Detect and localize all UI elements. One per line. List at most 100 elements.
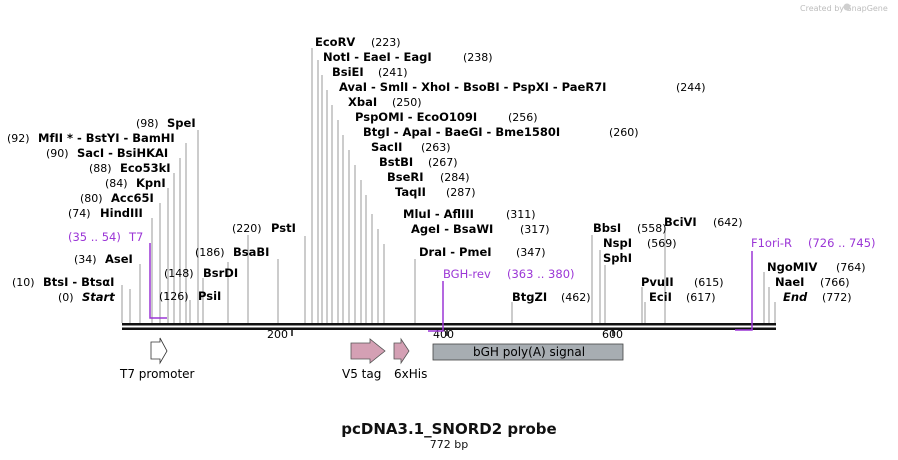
primer-f1ori-r[interactable]: F1ori-R (726 .. 745) — [735, 236, 876, 331]
site-name-psii[interactable]: PsiI — [198, 289, 221, 303]
site-name-drai[interactable]: DraI - PmeI — [419, 245, 492, 259]
site-pos-bbsi: (558) — [637, 222, 667, 235]
site-pos-pvuii: (615) — [694, 276, 724, 289]
site-name-bsabi[interactable]: BsaBI — [233, 245, 269, 259]
site-name-btsi[interactable]: BtsI - BtsαI — [43, 275, 114, 289]
primer-t7-range: (35 .. 54) — [68, 230, 121, 244]
site-name-btgi[interactable]: BtgI - ApaI - BaeGI - Bme1580I — [363, 125, 560, 139]
site-pos-start: (0) — [58, 291, 74, 304]
site-pos-hindiii: (74) — [68, 207, 91, 220]
site-pos-bstbi: (267) — [428, 156, 458, 169]
site-name-psppomi[interactable]: PspOMI - EcoO109I — [355, 110, 477, 124]
map-length: 772 bp — [430, 438, 468, 451]
site-pos-eco53ki: (88) — [89, 162, 112, 175]
backbone-top-strand — [122, 323, 776, 326]
site-name-bsrdi[interactable]: BsrDI — [203, 266, 238, 280]
site-pos-naei: (766) — [820, 276, 850, 289]
site-name-end[interactable]: End — [783, 290, 808, 304]
site-pos-noti: (238) — [463, 51, 493, 64]
primer-f1ori-r-label: F1ori-R — [751, 236, 792, 250]
site-name-sacii[interactable]: SacII — [371, 140, 402, 154]
site-name-nspi[interactable]: NspI — [603, 236, 632, 250]
site-name-xbai[interactable]: XbaI — [348, 95, 377, 109]
site-name-psti[interactable]: PstI — [271, 221, 296, 235]
map-title: pcDNA3.1_SNORD2 probe — [341, 420, 556, 438]
ruler-label-600: 600 — [602, 328, 623, 341]
site-name-mlui[interactable]: MluI - AflIII — [403, 207, 474, 221]
site-name-noti[interactable]: NotI - EaeI - EagI — [323, 50, 432, 64]
site-name-hindiii[interactable]: HindIII — [100, 206, 143, 220]
site-pos-ecorv: (223) — [371, 36, 401, 49]
site-pos-agei: (317) — [520, 223, 550, 236]
feature-bgh-polya[interactable]: bGH poly(A) signal — [432, 343, 624, 361]
site-name-mfii[interactable]: MfII * - BstYI - BamHI — [38, 131, 175, 145]
site-pos-psii: (126) — [159, 290, 189, 303]
site-name-bsiei[interactable]: BsiEI — [332, 65, 364, 79]
site-name-saci[interactable]: SacI - BsiHKAI — [77, 146, 168, 160]
site-name-kpni[interactable]: KpnI — [136, 176, 166, 190]
site-name-bcivi[interactable]: BciVI — [664, 215, 697, 229]
site-pos-bseri: (284) — [440, 171, 470, 184]
site-pos-ecii: (617) — [686, 291, 716, 304]
site-name-agei[interactable]: AgeI - BsaWI — [411, 222, 493, 236]
restriction-sites: (0) Start (10) BtsI - BtsαI (34) AseI (7… — [7, 35, 866, 304]
primer-bgh-rev-label: BGH-rev — [443, 267, 491, 281]
site-name-bseri[interactable]: BseRI — [387, 170, 424, 184]
site-pos-acc65i: (80) — [80, 192, 103, 205]
site-name-bbsi[interactable]: BbsI — [593, 221, 621, 235]
site-name-sphi[interactable]: SphI — [603, 251, 632, 265]
backbone-bottom-strand — [122, 327, 776, 330]
site-name-avai[interactable]: AvaI - SmlI - XhoI - BsoBI - PspXI - Pae… — [339, 80, 606, 94]
feature-v5-tag[interactable]: V5 tag — [342, 338, 386, 381]
features: T7 promoter V5 tag 6xHis bGH poly(A) sig… — [119, 337, 624, 381]
snapgene-credit: Created by SnapGene — [800, 3, 888, 13]
site-pos-end: (772) — [822, 291, 852, 304]
site-name-asei[interactable]: AseI — [105, 252, 133, 266]
site-pos-mlui: (311) — [506, 208, 536, 221]
site-name-eco53ki[interactable]: Eco53kI — [120, 161, 171, 175]
bgh-polya-label: bGH poly(A) signal — [473, 345, 585, 359]
site-name-btgzi[interactable]: BtgZI — [512, 290, 547, 304]
site-name-ecii[interactable]: EciI — [649, 290, 672, 304]
site-name-ecorv[interactable]: EcoRV — [315, 35, 355, 49]
primer-f1ori-r-arrow — [735, 251, 753, 331]
site-name-start[interactable]: Start — [82, 290, 115, 304]
feature-6xhis[interactable]: 6xHis — [393, 337, 427, 381]
sequence-backbone: 200 400 600 — [122, 323, 776, 341]
site-name-pvuii[interactable]: PvuII — [641, 275, 674, 289]
site-name-acc65i[interactable]: Acc65I — [111, 191, 154, 205]
site-pos-btsi: (10) — [12, 276, 35, 289]
site-pos-btgzi: (462) — [561, 291, 591, 304]
site-name-taqii[interactable]: TaqII — [395, 185, 426, 199]
site-pos-sacii: (263) — [421, 141, 451, 154]
feature-t7-promoter[interactable]: T7 promoter — [119, 337, 195, 381]
primer-bgh-rev-range: (363 .. 380) — [507, 267, 575, 281]
primer-f1ori-r-range: (726 .. 745) — [808, 236, 876, 250]
site-pos-avai: (244) — [676, 81, 706, 94]
site-name-ngomiv[interactable]: NgoMIV — [767, 260, 817, 274]
primer-t7-arrow — [149, 243, 167, 319]
v5-tag-label: V5 tag — [342, 367, 381, 381]
primer-t7-label: T7 — [128, 230, 143, 244]
primer-bgh-rev[interactable]: BGH-rev (363 .. 380) — [428, 267, 575, 332]
primers: (35 .. 54) T7 BGH-rev (363 .. 380) F1ori… — [68, 230, 876, 332]
site-name-naei[interactable]: NaeI — [775, 275, 804, 289]
site-pos-asei: (34) — [74, 253, 97, 266]
site-connector-lines — [121, 48, 776, 323]
site-pos-psti: (220) — [232, 222, 262, 235]
site-name-spei[interactable]: SpeI — [167, 116, 196, 130]
site-name-bstbi[interactable]: BstBI — [379, 155, 413, 169]
v5-tag-arrow — [350, 338, 386, 364]
6xhis-label: 6xHis — [394, 367, 427, 381]
site-pos-bsiei: (241) — [378, 66, 408, 79]
site-pos-xbai: (250) — [392, 96, 422, 109]
snapgene-logo-icon — [843, 3, 851, 11]
site-pos-nspi: (569) — [647, 237, 677, 250]
ruler-label-200: 200 — [267, 328, 288, 341]
site-pos-ngomiv: (764) — [836, 261, 866, 274]
primer-t7[interactable]: (35 .. 54) T7 — [68, 230, 167, 319]
map-title-block: pcDNA3.1_SNORD2 probe 772 bp — [341, 420, 556, 451]
t7-promoter-label: T7 promoter — [119, 367, 195, 381]
site-pos-mfii: (92) — [7, 132, 30, 145]
